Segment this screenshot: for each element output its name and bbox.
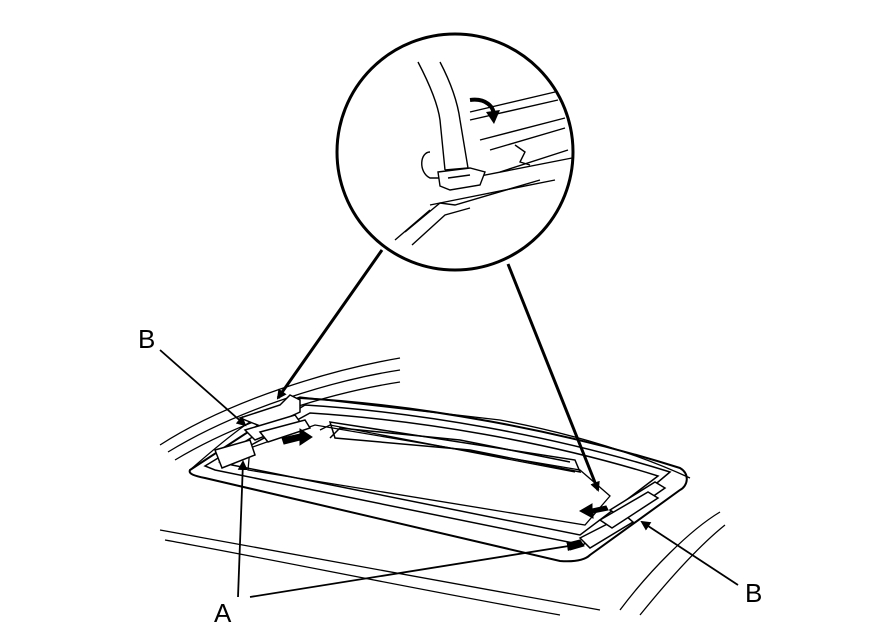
sunroof-frame	[190, 398, 687, 561]
detail-pointer-lines	[278, 250, 600, 492]
callout-label-b-right: B	[745, 578, 763, 608]
detail-magnifier	[337, 34, 573, 270]
left-mounting-clip	[215, 395, 310, 468]
callout-label-a: A	[214, 598, 232, 628]
callout-label-b-left: B	[138, 324, 156, 354]
right-mounting-clip	[580, 482, 665, 548]
callout-leaders	[160, 350, 738, 597]
glass-panel	[248, 425, 610, 525]
car-roof	[160, 358, 725, 615]
